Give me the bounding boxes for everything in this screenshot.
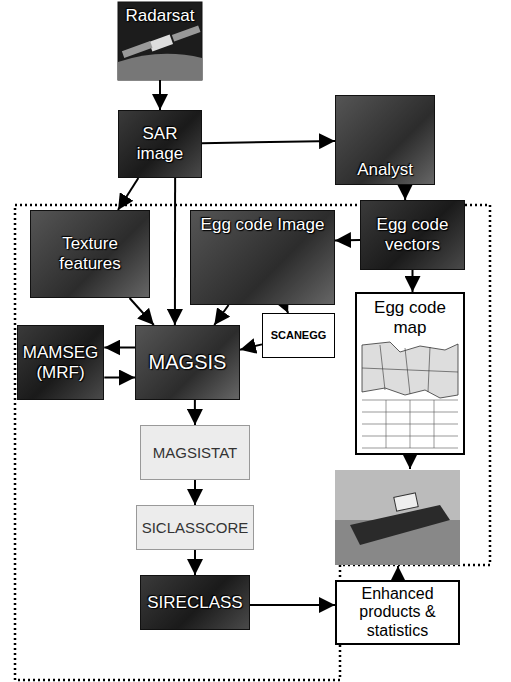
- image-box: Analyst: [335, 95, 435, 185]
- ship-picture: [335, 470, 460, 565]
- satellite-picture: [118, 2, 202, 80]
- image-box: Texture features: [30, 210, 150, 298]
- node-label: Egg code map: [361, 298, 459, 337]
- dotted-region: [15, 205, 490, 680]
- satellite-body: [149, 35, 173, 52]
- image-box: SIRECLASS: [140, 575, 250, 630]
- output-box: Enhanced products & statistics: [335, 580, 460, 645]
- node-label: SCANEGG: [271, 329, 327, 342]
- connector-arrow: [174, 178, 176, 325]
- connector-arrow: [404, 185, 406, 200]
- connector-arrow: [214, 305, 228, 325]
- process-box: SCANEGG: [262, 313, 335, 358]
- map-ground: [357, 294, 463, 453]
- connector-arrow: [104, 347, 135, 349]
- connector-arrow: [130, 298, 154, 325]
- node-label: Texture features: [35, 234, 145, 273]
- connector-arrow: [412, 270, 414, 292]
- connector-arrow: [104, 377, 135, 379]
- node-label: Radarsat: [126, 6, 195, 26]
- connector-arrow: [194, 480, 196, 505]
- map-ice-region: [362, 342, 458, 398]
- connector-arrow: [335, 239, 360, 242]
- node-label: SICLASSCORE: [142, 519, 249, 536]
- connector-arrow: [284, 305, 288, 313]
- connector-arrow: [409, 455, 411, 469]
- map-legend-table: [362, 400, 458, 448]
- node-label: MAGSIS: [149, 351, 227, 374]
- ship-bridge: [394, 493, 418, 511]
- connector-arrow: [194, 400, 196, 425]
- node-label: SIRECLASS: [147, 593, 242, 613]
- connector-arrow: [202, 141, 335, 143]
- node-label: Analyst: [357, 160, 413, 180]
- node-label: MAGSISTAT: [153, 444, 237, 461]
- map-box: Egg code map: [355, 292, 465, 455]
- image-box: Egg code vectors: [360, 200, 465, 270]
- node-label: Egg code vectors: [365, 215, 460, 254]
- image-box: Egg code Image: [190, 210, 335, 305]
- connector-arrow: [240, 344, 262, 349]
- table-box: MAGSISTAT: [140, 425, 250, 480]
- connector-arrow: [118, 178, 138, 210]
- image-box: Radarsat: [118, 2, 202, 80]
- connector-arrow: [397, 566, 399, 580]
- image-box: SAR image: [118, 110, 202, 178]
- node-label: SAR image: [123, 124, 197, 163]
- connector-arrow: [194, 550, 196, 575]
- ship-hull: [350, 505, 450, 545]
- node-label: Enhanced products & statistics: [341, 585, 454, 640]
- solar-panel: [122, 41, 153, 58]
- node-label: MAMSEG (MRF): [22, 343, 100, 382]
- map-lines: [362, 345, 458, 394]
- connector-arrow: [159, 80, 161, 110]
- earth-horizon: [118, 54, 202, 80]
- table-box: SICLASSCORE: [136, 505, 255, 550]
- node-label: Egg code Image: [201, 215, 325, 235]
- image-box: MAGSIS: [135, 325, 240, 400]
- connector-arrow: [250, 604, 335, 606]
- image-box: MAMSEG (MRF): [17, 325, 105, 400]
- solar-panel: [172, 25, 201, 41]
